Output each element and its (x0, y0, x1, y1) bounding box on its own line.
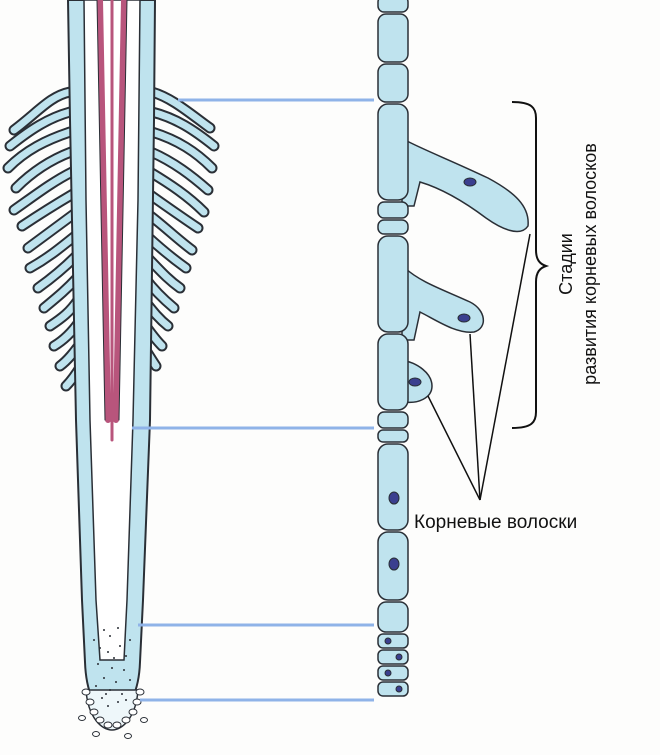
epidermis-cell (377, 411, 409, 429)
epidermis-cell (377, 13, 409, 63)
nucleus-icon (384, 669, 392, 677)
nucleus-icon (388, 491, 400, 505)
root-hairs-label: Корневые волоски (414, 512, 577, 533)
root-section (2, 0, 220, 739)
epidermis-cell (377, 601, 409, 633)
zone-guide-lines (132, 98, 374, 702)
stages-label-line-2: развития корневых волосков (580, 143, 600, 385)
nucleus-icon (384, 637, 392, 645)
nucleus-icon (408, 377, 422, 387)
stages-label-line-1: Стадии (556, 233, 576, 295)
epidermis-cell (377, 649, 409, 665)
epidermis-cell (377, 0, 409, 13)
nucleus-icon (395, 685, 403, 693)
epidermis-cell (377, 681, 409, 697)
nucleus-icon (388, 557, 400, 571)
epidermis-cell (377, 665, 409, 681)
root-hairs-right (136, 86, 220, 372)
epidermis-cell (377, 333, 409, 411)
root-cap (78, 627, 148, 739)
stages-bracket (511, 101, 550, 429)
nucleus-icon (463, 177, 477, 187)
nucleus-icon (457, 313, 471, 323)
epidermis-cell-column (377, 0, 529, 697)
epidermis-cell (377, 103, 409, 201)
hair-stage-2 (401, 259, 484, 341)
vascular-strands (96, 0, 128, 442)
meristem-dots (93, 627, 131, 707)
epidermis-cell (377, 633, 409, 649)
epidermis-cell (377, 235, 409, 333)
root-hairs-pointers (427, 233, 531, 501)
hair-stage-3 (401, 129, 529, 233)
epidermis-cell (377, 63, 409, 103)
epidermis-cell (377, 429, 409, 443)
epidermis-cell (377, 219, 409, 235)
stages-label: Стадии развития корневых волосков (556, 143, 600, 385)
epidermis-cell (377, 443, 409, 531)
nucleus-icon (395, 653, 403, 661)
epidermis-cell (377, 201, 409, 219)
